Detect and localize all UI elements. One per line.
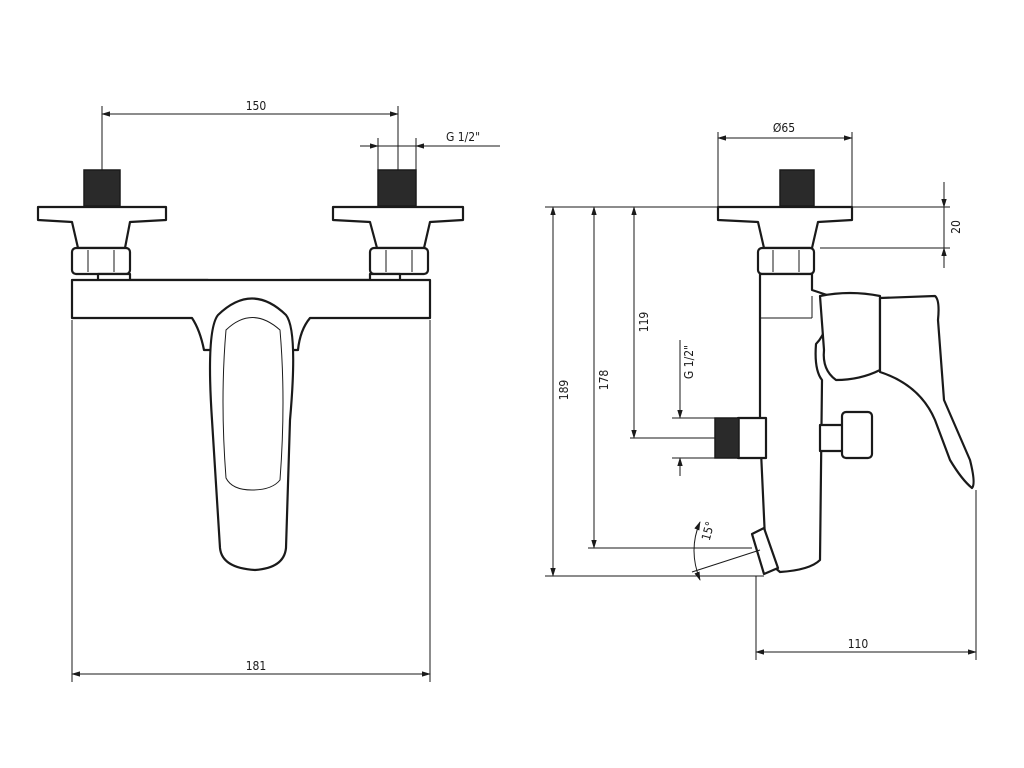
spout-outlet [750, 526, 780, 576]
side-outlet-nut [736, 416, 768, 460]
dim-overall-width-label: 181 [246, 659, 267, 673]
dim-outlet-thread-label: G 1/2" [682, 345, 696, 379]
lever-housing [818, 291, 882, 382]
dim-inlet-thread-label: G 1/2" [446, 130, 480, 144]
right-nut [368, 246, 430, 276]
side-body [758, 272, 832, 574]
lever-handle-front [208, 297, 295, 572]
dim-flange-depth-label: 20 [949, 220, 963, 234]
dim-inlet-spacing-label: 150 [246, 99, 267, 113]
left-flange [36, 205, 168, 250]
dim-flange-diameter-label: Ø65 [773, 121, 795, 135]
dim-height-outlet-label: 119 [637, 312, 651, 333]
right-inlet-thread [377, 169, 417, 207]
dim-spout-angle-label: 15° [699, 520, 717, 542]
right-flange [331, 205, 465, 250]
side-nut [756, 246, 816, 276]
dim-projection-label: 110 [848, 637, 869, 651]
left-nut [70, 246, 132, 276]
dim-arc-spout-angle [693, 521, 701, 581]
dim-height-total-label: 189 [557, 380, 571, 401]
lever-handle-side [878, 294, 975, 490]
side-view: Ø65 20 189 178 119 G 1/2" 15° 110 [545, 121, 977, 660]
left-inlet-thread [83, 169, 121, 207]
side-inlet-thread [779, 169, 815, 207]
side-outlet-thread [714, 417, 740, 459]
dim-height-spout-label: 178 [597, 370, 611, 391]
side-flange [716, 205, 854, 250]
front-view: 150 G 1/2" 181 [36, 99, 500, 682]
